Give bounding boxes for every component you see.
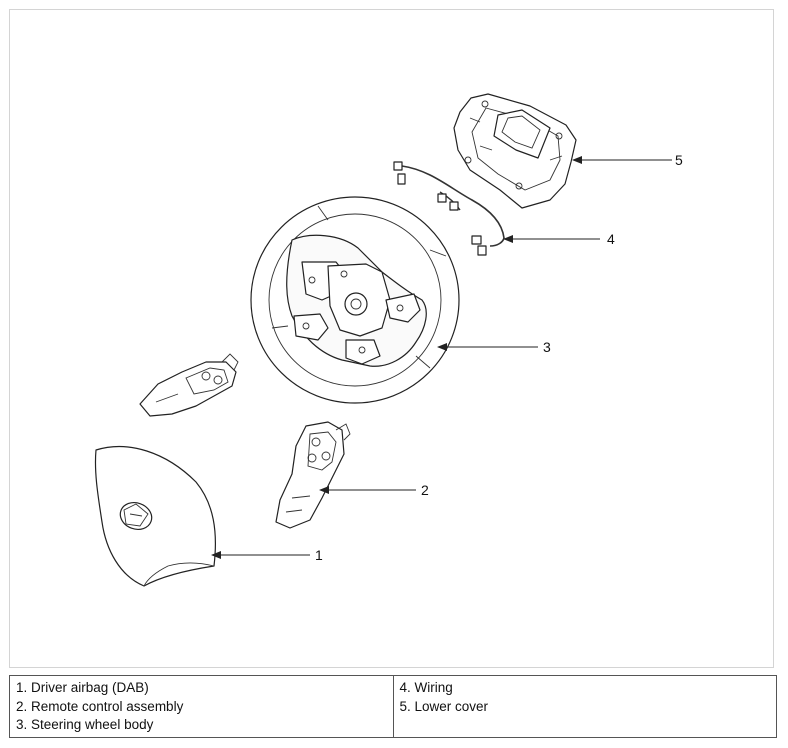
callout-4-label: 4 (607, 231, 615, 247)
legend-item: 1. Driver airbag (DAB) (16, 680, 149, 695)
exploded-view-figure: 5 4 3 2 1 (9, 9, 774, 668)
legend-column-left: 1. Driver airbag (DAB) 2. Remote control… (10, 676, 393, 737)
legend-item: 5. Lower cover (399, 698, 489, 714)
parts-legend-table: 1. Driver airbag (DAB) 2. Remote control… (9, 675, 777, 738)
wiring-part (393, 161, 505, 256)
callout-2-label: 2 (421, 482, 429, 498)
steering-wheel-part (250, 196, 460, 404)
callout-1-label: 1 (315, 547, 323, 563)
legend-item: 4. Wiring (399, 680, 453, 695)
remote-control-part-right (275, 421, 351, 529)
lower-cover-part (453, 93, 577, 209)
callout-3-label: 3 (543, 339, 551, 355)
driver-airbag-part (94, 446, 216, 587)
legend-column-right: 4. Wiring 5. Lower cover (392, 676, 777, 737)
exploded-view-drawing (94, 93, 672, 587)
callout-5-label: 5 (675, 152, 683, 168)
legend-item: 2. Remote control assembly (16, 698, 184, 714)
legend-item: 3. Steering wheel body (16, 717, 154, 732)
remote-control-part-left (139, 353, 239, 417)
